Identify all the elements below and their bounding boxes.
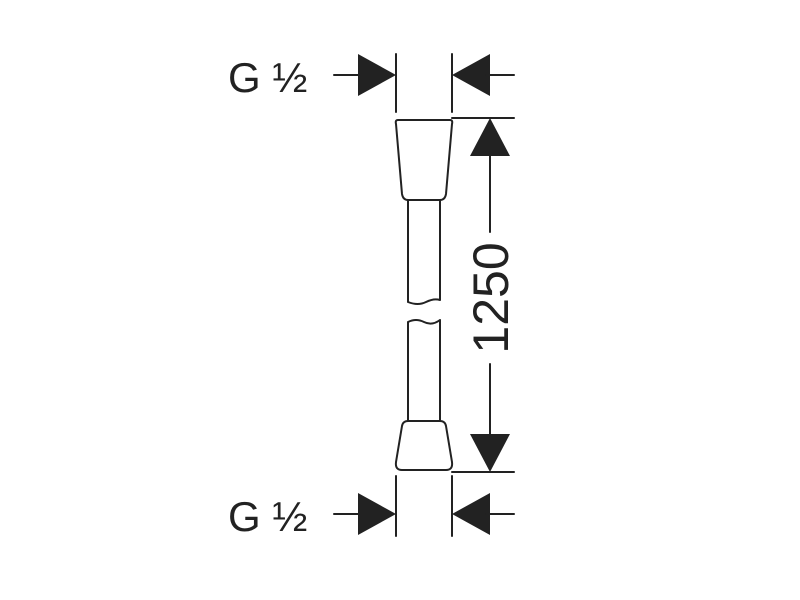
top-thread-label: G ½: [228, 54, 307, 101]
upper-hose-section: [407, 199, 441, 305]
length-arrow-up: [470, 118, 510, 156]
bottom-thread-label: G ½: [228, 493, 307, 540]
length-arrow-down: [470, 434, 510, 472]
top-arrow-right-pointing: [358, 54, 396, 96]
length-dimension: 1250: [451, 117, 519, 473]
upper-fitting: [394, 119, 454, 201]
bottom-thread-dimension: G ½: [228, 475, 515, 540]
top-arrow-left-pointing: [452, 54, 490, 96]
top-thread-dimension: G ½: [228, 53, 515, 113]
bottom-arrow-left-pointing: [452, 493, 490, 535]
lower-fitting: [394, 420, 454, 471]
length-label: 1250: [463, 242, 519, 353]
lower-hose-section: [407, 319, 441, 422]
hose: [394, 119, 454, 471]
bottom-arrow-right-pointing: [358, 493, 396, 535]
